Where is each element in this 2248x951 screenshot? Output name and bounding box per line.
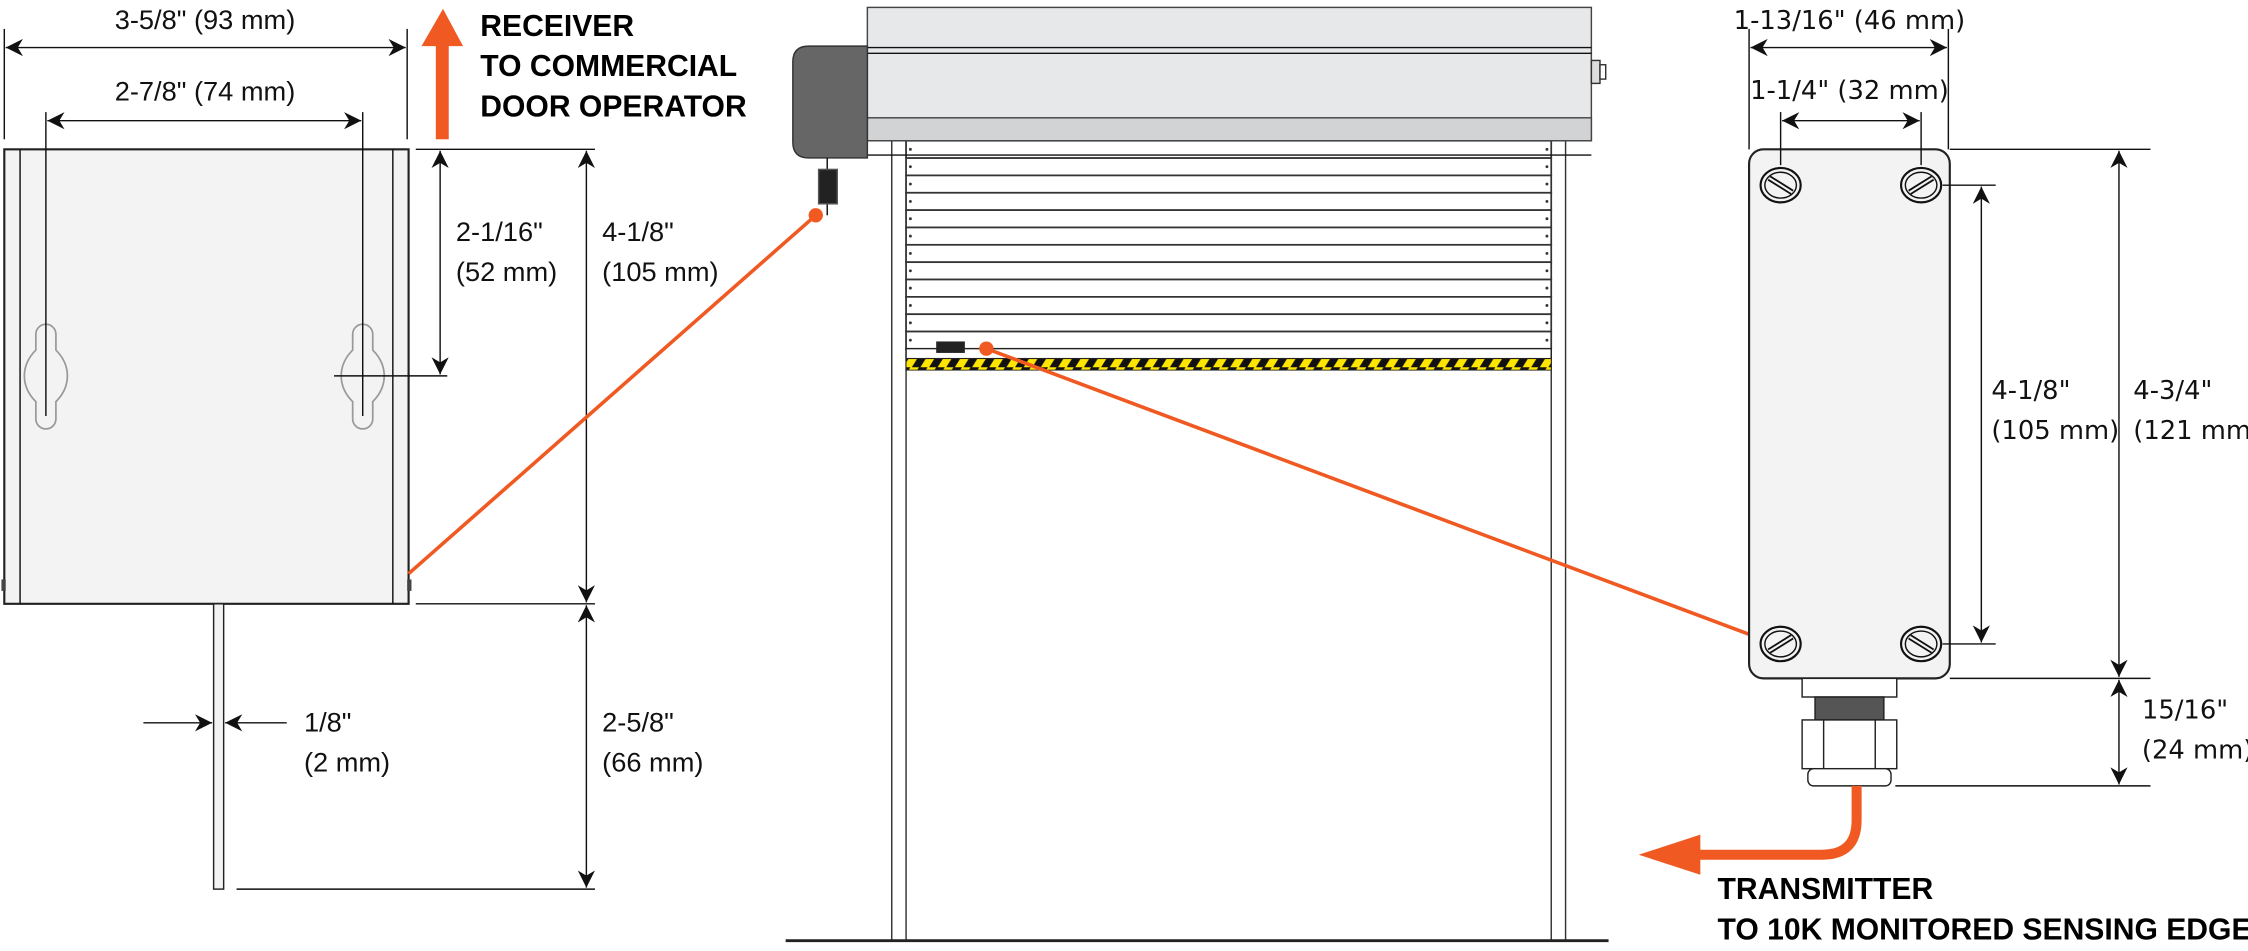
transmitter-installed xyxy=(936,341,965,353)
hazard-sensing-edge xyxy=(905,358,1552,371)
arrow-left-icon xyxy=(1638,834,1701,875)
door-slat xyxy=(905,313,1553,333)
door-slat xyxy=(905,261,1553,281)
door-slat xyxy=(905,278,1553,298)
door-slats xyxy=(905,139,1553,350)
slat-rivet xyxy=(908,199,912,203)
door-slat xyxy=(905,243,1553,264)
receiver-drawing: 3-5/8" (93 mm) 2-7/8" (74 mm) 2-1/16" (5… xyxy=(1,4,747,890)
dim-tx-screw-height-in: 4-1/8" xyxy=(1991,376,2070,406)
slat-rivet xyxy=(1545,234,1549,238)
dim-overall-width: 3-5/8" (93 mm) xyxy=(115,4,296,35)
dim-antenna-length-in: 2-5/8" xyxy=(602,706,674,737)
dim-antenna-dia-mm: (2 mm) xyxy=(304,747,390,778)
transmitter-label-1: TRANSMITTER xyxy=(1718,873,1934,906)
slat-rivet xyxy=(908,217,912,221)
slat-rivet xyxy=(908,304,912,307)
receiver-label-2: TO COMMERCIAL xyxy=(480,50,737,83)
arrow-up-icon xyxy=(421,8,464,140)
slat-rivet xyxy=(908,338,912,342)
screw-icon xyxy=(1759,166,1802,204)
transmitter-housing xyxy=(1748,148,1951,680)
receiver-label-1: RECEIVER xyxy=(480,10,634,43)
slat-rivet xyxy=(908,165,912,169)
rolling-door xyxy=(785,6,1609,943)
receiver-antenna xyxy=(212,603,225,890)
keyhole-slot-left xyxy=(23,323,69,430)
door-slat xyxy=(905,174,1553,194)
slat-rivet xyxy=(1545,304,1549,307)
dim-tx-height-in: 4-3/4" xyxy=(2133,376,2212,406)
dim-tx-screw-spacing: 1-1/4" (32 mm) xyxy=(1750,76,1949,106)
transmitter-cable xyxy=(1691,785,1862,860)
slat-rivet xyxy=(1545,251,1549,255)
slat-rivet xyxy=(908,321,912,325)
slat-rivet xyxy=(908,234,912,238)
slat-rivet xyxy=(1545,321,1549,325)
cable-gland xyxy=(1801,677,1898,787)
slat-rivet xyxy=(908,251,912,255)
slat-rivet xyxy=(1545,182,1549,186)
slat-rivet xyxy=(1545,217,1549,221)
dim-tx-height-mm: (121 mm) xyxy=(2133,416,2248,446)
slat-rivet xyxy=(908,269,912,273)
slat-rivet xyxy=(1545,338,1549,342)
receiver-installed xyxy=(817,168,838,205)
dim-antenna-dia-in: 1/8" xyxy=(304,706,352,737)
door-slat xyxy=(905,191,1553,211)
dim-antenna-length-mm: (66 mm) xyxy=(602,747,703,778)
slat-rivet xyxy=(1545,165,1549,169)
slat-rivet xyxy=(908,182,912,186)
screw-icon xyxy=(1899,166,1943,204)
dim-tx-gland-in: 15/16" xyxy=(2142,696,2228,726)
dim-hole-height-mm: (52 mm) xyxy=(456,256,557,287)
dim-hole-spacing: 2-7/8" (74 mm) xyxy=(115,76,296,107)
slat-rivet xyxy=(1545,147,1549,151)
transmitter-drawing: TRANSMITTER TO 10K MONITORED SENSING EDG… xyxy=(1638,6,2248,946)
dim-height-in: 4-1/8" xyxy=(602,216,674,247)
receiver-label-3: DOOR OPERATOR xyxy=(480,90,747,123)
dim-tx-gland-mm: (24 mm) xyxy=(2142,736,2248,766)
dim-tx-screw-height-mm: (105 mm) xyxy=(1991,416,2119,446)
slat-rivet xyxy=(1545,269,1549,273)
door-slat xyxy=(905,157,1553,177)
door-slat xyxy=(905,330,1553,350)
dim-tx-overall-width: 1-13/16" (46 mm) xyxy=(1734,6,1966,36)
slat-rivet xyxy=(1545,286,1549,290)
slat-rivet xyxy=(1545,199,1549,203)
slat-rivet xyxy=(908,147,912,151)
door-slat xyxy=(905,209,1553,229)
transmitter-label-2: TO 10K MONITORED SENSING EDGE xyxy=(1718,913,2248,946)
door-operator-motor xyxy=(792,45,869,159)
screw-icon xyxy=(1899,625,1943,663)
door-slat xyxy=(905,226,1553,246)
dim-height-mm: (105 mm) xyxy=(602,256,718,287)
door-slat xyxy=(905,296,1553,316)
slat-rivet xyxy=(908,286,912,290)
screw-icon xyxy=(1759,625,1802,663)
dim-hole-height-in: 2-1/16" xyxy=(456,216,543,247)
callout-lines xyxy=(407,208,1765,642)
